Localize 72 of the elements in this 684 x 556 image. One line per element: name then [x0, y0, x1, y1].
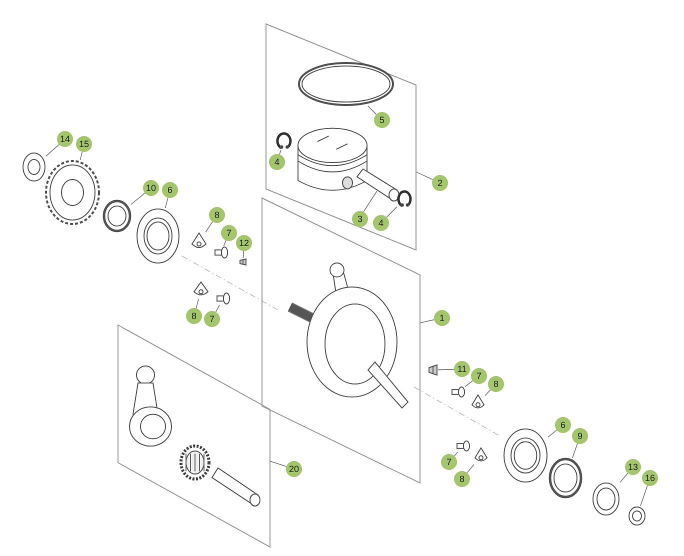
callout-number: 11: [454, 361, 470, 377]
leader-line: [130, 192, 146, 205]
spacer-drawing: [592, 482, 620, 516]
leader-line: [196, 298, 199, 309]
callout-number: 4: [373, 215, 389, 231]
crankshaft-kit-frame: [262, 198, 420, 483]
piston-pin-drawing: [355, 166, 399, 202]
leader-line: [46, 144, 60, 157]
leader-line: [242, 250, 244, 258]
leader-line: [454, 452, 458, 456]
gear-drawing: [45, 160, 100, 225]
leader-line: [484, 389, 491, 396]
bearing-drawing: [503, 428, 548, 483]
nut-drawing: [628, 506, 646, 526]
callout-number: 7: [204, 311, 220, 327]
callout-number: 9: [572, 428, 588, 444]
callout-number: 8: [454, 471, 470, 487]
circlip-drawing: [397, 190, 412, 208]
callout-number: 3: [352, 211, 368, 227]
leader-line: [548, 430, 558, 438]
leader-line: [464, 380, 473, 388]
connecting-rod-kit-frame: [118, 325, 270, 547]
leader-line: [215, 304, 220, 312]
key-drawing: [428, 364, 438, 376]
leader-line: [466, 464, 474, 474]
callout-number: 15: [76, 136, 92, 152]
callout-number: 6: [555, 417, 571, 433]
bearing-drawing: [136, 208, 180, 264]
screw-drawing: [216, 292, 230, 305]
callout-number: 7: [441, 454, 457, 470]
leader-line: [640, 485, 648, 506]
leader-line: [386, 206, 398, 218]
callout-number: 8: [186, 308, 202, 324]
crank-pin-drawing: [210, 465, 260, 507]
screw-drawing: [456, 440, 470, 452]
leader-line: [270, 460, 287, 467]
leader-line: [572, 443, 578, 458]
callout-number: 7: [221, 225, 237, 241]
callout-number: 20: [286, 461, 302, 477]
leader-line: [416, 171, 434, 180]
leader-line: [438, 368, 454, 370]
callout-number: 2: [432, 175, 448, 191]
screw-drawing: [214, 246, 228, 259]
callout-number: 13: [625, 459, 641, 475]
leader-line: [620, 472, 628, 483]
leader-line: [420, 319, 435, 324]
leader-line: [368, 106, 377, 115]
circlip-drawing: [276, 132, 292, 150]
piston-ring-drawing: [298, 62, 394, 106]
leader-line: [205, 221, 213, 232]
screw-drawing: [451, 386, 465, 398]
callout-number: 7: [471, 368, 487, 384]
oil-seal-drawing: [549, 458, 582, 498]
callout-number: 6: [162, 182, 178, 198]
callout-number: 12: [236, 235, 252, 251]
leader-line: [223, 240, 226, 246]
callout-number: 10: [143, 180, 159, 196]
nut-drawing: [22, 152, 46, 182]
callout-number: 8: [209, 207, 225, 223]
callout-number: 14: [57, 131, 73, 147]
leader-line: [164, 197, 168, 208]
leader-line: [80, 151, 83, 160]
key-drawing: [239, 258, 247, 266]
callout-number: 4: [269, 154, 285, 170]
callout-number: 5: [374, 112, 390, 128]
needle-bearing-drawing: [180, 445, 210, 480]
callout-number: 1: [434, 310, 450, 326]
callout-number: 8: [488, 376, 504, 392]
leader-line: [363, 190, 378, 212]
piston-kit-frame: [266, 24, 416, 250]
callout-number: 16: [642, 470, 658, 486]
oil-seal-drawing: [103, 200, 131, 232]
